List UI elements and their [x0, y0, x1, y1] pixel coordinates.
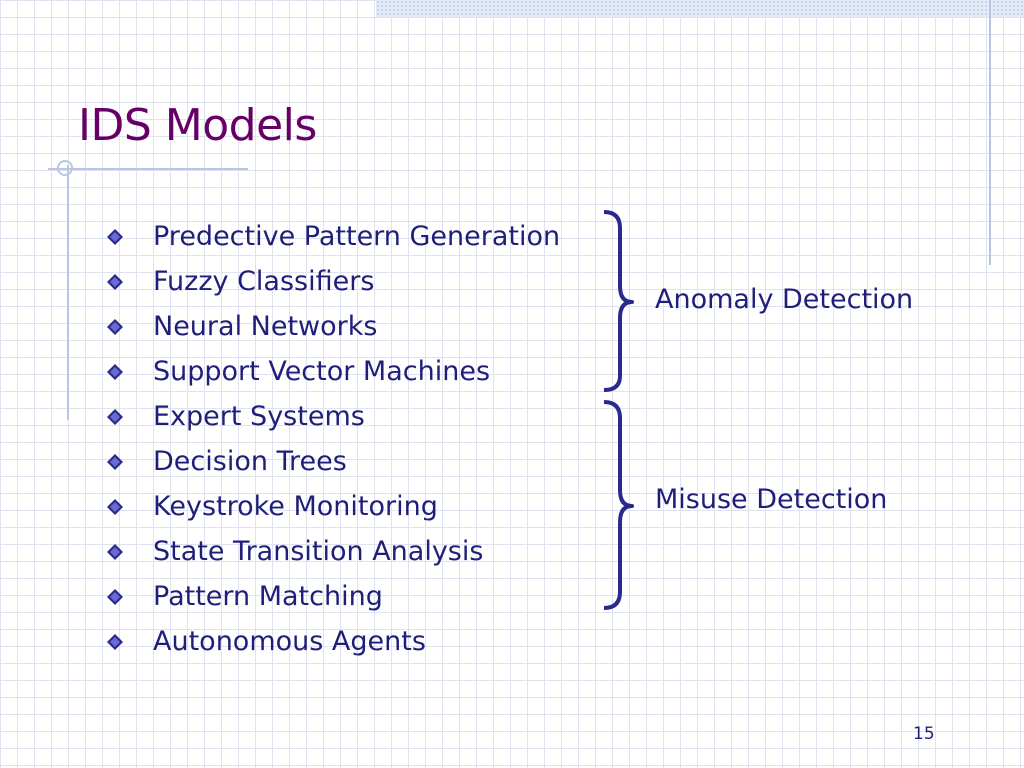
- list-item: Autonomous Agents: [107, 619, 560, 664]
- diamond-bullet-icon: [107, 408, 123, 425]
- list-item: Keystroke Monitoring: [107, 484, 560, 529]
- misuse-brace-icon: [603, 400, 634, 610]
- list-item: Pattern Matching: [107, 574, 560, 619]
- list-item: Neural Networks: [107, 304, 560, 349]
- bullet-text: Keystroke Monitoring: [153, 491, 438, 522]
- left-decorative-rule: [67, 165, 69, 420]
- list-item: State Transition Analysis: [107, 529, 560, 574]
- diamond-bullet-icon: [107, 453, 123, 470]
- diamond-bullet-icon: [107, 273, 123, 290]
- bullet-text: Pattern Matching: [153, 581, 383, 612]
- list-item: Expert Systems: [107, 394, 560, 439]
- diamond-bullet-icon: [107, 498, 123, 515]
- bullet-text: Expert Systems: [153, 401, 365, 432]
- title-underline-rule: [48, 168, 248, 170]
- diamond-bullet-icon: [107, 633, 123, 650]
- list-item: Decision Trees: [107, 439, 560, 484]
- misuse-detection-label: Misuse Detection: [655, 484, 888, 515]
- list-item: Predective Pattern Generation: [107, 214, 560, 259]
- crosshair-ornament-icon: [57, 160, 73, 176]
- slide-title: IDS Models: [78, 100, 317, 151]
- list-item: Support Vector Machines: [107, 349, 560, 394]
- diamond-bullet-icon: [107, 318, 123, 335]
- bullet-list: Predective Pattern Generation Fuzzy Clas…: [107, 214, 560, 664]
- diamond-bullet-icon: [107, 228, 123, 245]
- bullet-text: Autonomous Agents: [153, 626, 426, 657]
- bullet-text: Fuzzy Classifiers: [153, 266, 375, 297]
- bullet-text: Support Vector Machines: [153, 356, 491, 387]
- diamond-bullet-icon: [107, 588, 123, 605]
- bullet-text: Decision Trees: [153, 446, 347, 477]
- page-number: 15: [913, 724, 935, 744]
- list-item: Fuzzy Classifiers: [107, 259, 560, 304]
- right-decorative-rule: [989, 0, 991, 265]
- bullet-text: State Transition Analysis: [153, 536, 484, 567]
- anomaly-brace-icon: [603, 210, 634, 392]
- bullet-text: Neural Networks: [153, 311, 378, 342]
- top-decorative-band: [376, 0, 1024, 17]
- anomaly-detection-label: Anomaly Detection: [655, 284, 914, 315]
- diamond-bullet-icon: [107, 543, 123, 560]
- diamond-bullet-icon: [107, 363, 123, 380]
- bullet-text: Predective Pattern Generation: [153, 221, 561, 252]
